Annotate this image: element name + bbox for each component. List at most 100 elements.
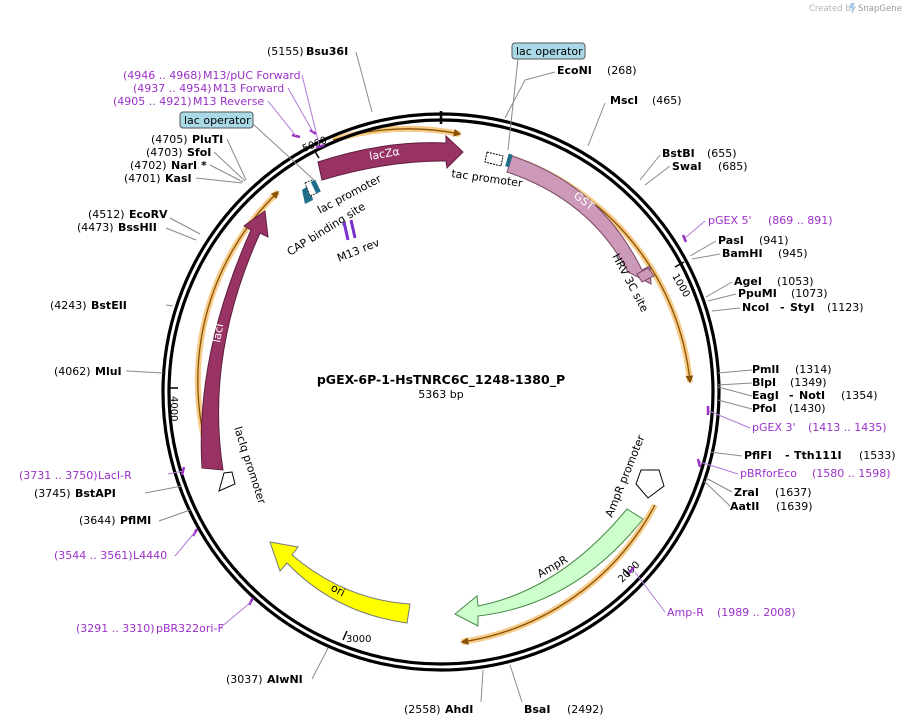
site-kasi[interactable]: (4701)KasI	[124, 172, 192, 185]
site-name: PflFI	[744, 449, 772, 462]
site-bsu36i[interactable]: (5155)Bsu36I	[267, 45, 348, 58]
watermark-created-by: Created by	[809, 4, 856, 14]
leader-ampr-primer	[634, 571, 666, 613]
site-econi[interactable]: EcoNI (268)	[557, 64, 637, 77]
leader-ppumi	[707, 293, 737, 302]
site-name: BstAPI	[75, 487, 116, 500]
site-mlui[interactable]: (4062)MluI	[54, 365, 122, 378]
primer-pos: (869 .. 891)	[768, 214, 833, 227]
site-pflfi-tth111i[interactable]: PflFI-Tth111I(1533)	[744, 449, 896, 462]
site-ncoi-styi[interactable]: NcoI-StyI(1123)	[742, 301, 864, 314]
lac-operator-right-marker[interactable]	[505, 153, 513, 168]
primer-pos: (3291 .. 3310)	[76, 622, 155, 635]
laci-arrow[interactable]	[200, 210, 269, 471]
ori-arrow[interactable]	[269, 541, 411, 624]
site-pos: (4705)	[151, 133, 188, 146]
primer-pbrforeco[interactable]: pBRforEco(1580 .. 1598)	[740, 467, 891, 480]
ampr-promoter-arrow[interactable]	[635, 469, 665, 499]
site-name: NcoI	[742, 301, 769, 314]
site-name-separator: -	[780, 301, 785, 314]
site-pluti[interactable]: (4705)PluTI	[151, 133, 223, 146]
site-pos: (4703)	[146, 146, 183, 159]
lac-operator-left-label: lac operator	[184, 114, 251, 127]
site-name: KasI	[165, 172, 192, 185]
site-pasi[interactable]: PasI(941)	[718, 234, 789, 247]
site-pos: (268)	[607, 64, 637, 77]
primer-name: Amp-R	[667, 606, 704, 619]
site-bsshii[interactable]: (4473)BssHII	[77, 221, 157, 234]
site-agei[interactable]: AgeI(1053)	[734, 275, 814, 288]
site-name-2: StyI	[790, 301, 814, 314]
site-pos: (4702)	[130, 159, 167, 172]
primer-pos: (1989 .. 2008)	[717, 606, 796, 619]
site-name: AatII	[730, 500, 759, 513]
gst-arrow[interactable]	[506, 155, 652, 285]
site-bstbi[interactable]: BstBI(655)	[662, 147, 737, 160]
leader-bstbi	[639, 154, 661, 181]
lacza-arrow[interactable]	[317, 134, 464, 181]
site-zrai[interactable]: ZraI(1637)	[734, 486, 812, 499]
site-name: EcoNI	[557, 64, 592, 77]
leader-pflmi	[158, 509, 191, 522]
site-pflmi[interactable]: (3644)PflMI	[79, 514, 151, 527]
primer-name: M13 Forward	[213, 82, 284, 95]
site-ecorv[interactable]: (4512)EcoRV	[88, 208, 168, 221]
leader-eagi	[717, 386, 753, 397]
leader-kasi	[195, 177, 243, 184]
laciq-promoter-arrow[interactable]	[218, 471, 236, 492]
site-name: EcoRV	[129, 208, 168, 221]
site-name: PflMI	[120, 514, 151, 527]
site-msci[interactable]: MscI(465)	[610, 94, 682, 107]
site-bsai[interactable]: BsaI(2492)	[524, 703, 604, 716]
site-blpi[interactable]: BlpI(1349)	[752, 376, 827, 389]
hrv-site-marker[interactable]	[636, 267, 655, 283]
site-name: AgeI	[734, 275, 762, 288]
site-nari[interactable]: (4702)NarI *	[130, 159, 207, 172]
lacza-label: lacZα	[368, 145, 400, 163]
primer-m13-puc-forward[interactable]: (4946 .. 4968)M13/pUC Forward	[123, 69, 301, 82]
plasmid-length: 5363 bp	[418, 388, 463, 401]
site-pos: (1349)	[790, 376, 827, 389]
primer-ampr[interactable]: Amp-R (1989 .. 2008)	[667, 606, 796, 619]
site-aatii[interactable]: AatII(1639)	[730, 500, 813, 513]
tac-promoter-arrow[interactable]	[484, 151, 504, 167]
primer-pgex3[interactable]: pGEX 3'(1413 .. 1435)	[752, 421, 887, 434]
site-name: EagI	[752, 389, 779, 402]
primer-name: LacI-R	[98, 469, 132, 482]
primer-l4440[interactable]: (3544 .. 3561)L4440	[54, 549, 167, 562]
leader-laci-r	[167, 470, 184, 475]
site-ahdi[interactable]: (2558)AhdI	[404, 703, 473, 716]
site-bamhi[interactable]: BamHI(945)	[722, 247, 808, 260]
primer-laci-r[interactable]: (3731 .. 3750)LacI-R	[19, 469, 132, 482]
primer-pgex5[interactable]: pGEX 5'(869 .. 891)	[708, 214, 833, 227]
site-ppumi[interactable]: PpuMI(1073)	[738, 287, 828, 300]
lac-operator-left-callout[interactable]: lac operator	[179, 111, 315, 181]
site-sfoi[interactable]: (4703)SfoI	[146, 146, 211, 159]
site-alwni[interactable]: (3037)AlwNI	[226, 673, 303, 686]
tick-1000	[674, 261, 685, 268]
ampr-arrow[interactable]	[454, 508, 644, 627]
leader-bsshii	[165, 227, 197, 241]
site-pmli[interactable]: PmlI(1314)	[752, 363, 832, 376]
leader-msci	[587, 102, 606, 147]
site-bstapi[interactable]: (3745)BstAPI	[34, 487, 116, 500]
tick-marks	[168, 111, 685, 641]
m13-rev-marker[interactable]	[342, 219, 357, 241]
site-bsteii[interactable]: (4243)BstEII	[50, 299, 127, 312]
primer-pbr322ori[interactable]: (3291 .. 3310)pBR322ori-F	[76, 622, 224, 635]
leader-mlui	[125, 370, 164, 374]
site-pfoi[interactable]: PfoI(1430)	[752, 402, 826, 415]
lac-operator-right-box	[511, 42, 586, 60]
site-swai[interactable]: SwaI(685)	[672, 160, 748, 173]
leader-m13-reverse	[267, 100, 297, 137]
primer-marker-pbrforeco	[696, 458, 702, 468]
primer-pos: (4946 .. 4968)	[123, 69, 202, 82]
site-pos: (1430)	[789, 402, 826, 415]
lac-operator-left-marker[interactable]	[310, 179, 321, 194]
primer-m13-reverse[interactable]: (4905 .. 4921)M13 Reverse	[113, 95, 264, 108]
lac-operator-right-callout[interactable]: lac operator	[507, 42, 586, 151]
site-leaders	[125, 51, 753, 703]
leader-ahdi	[480, 669, 484, 703]
site-eagi-noti[interactable]: EagI-NotI(1354)	[752, 389, 878, 402]
primer-m13-forward[interactable]: (4937 .. 4954)M13 Forward	[133, 82, 284, 95]
